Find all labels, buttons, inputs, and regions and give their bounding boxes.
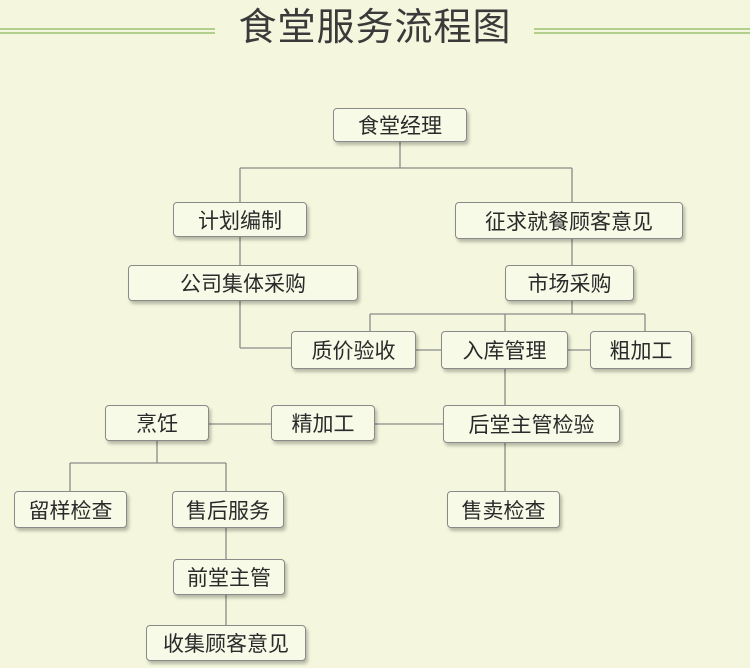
- node-manager: 食堂经理: [333, 108, 467, 142]
- title-rule-right: [534, 28, 750, 34]
- node-cooking: 烹饪: [105, 405, 209, 441]
- node-sample-check: 留样检查: [14, 491, 127, 528]
- node-plan: 计划编制: [173, 202, 307, 237]
- node-collect-feedback: 收集顾客意见: [146, 625, 306, 661]
- title-rule-left: [0, 28, 215, 34]
- node-front-supervisor: 前堂主管: [173, 559, 285, 595]
- node-sale-check: 售卖检查: [447, 491, 560, 528]
- node-quality-check: 质价验收: [291, 331, 416, 369]
- node-after-sales: 售后服务: [172, 491, 284, 528]
- node-kitchen-inspection: 后堂主管检验: [443, 405, 620, 443]
- node-company-purchase: 公司集体采购: [128, 265, 358, 301]
- node-market-purchase: 市场采购: [505, 265, 634, 301]
- node-feedback: 征求就餐顾客意见: [455, 202, 683, 239]
- node-warehouse: 入库管理: [441, 331, 568, 369]
- page-title: 食堂服务流程图: [238, 5, 512, 49]
- node-rough-processing: 粗加工: [590, 331, 692, 369]
- node-fine-processing: 精加工: [271, 405, 375, 441]
